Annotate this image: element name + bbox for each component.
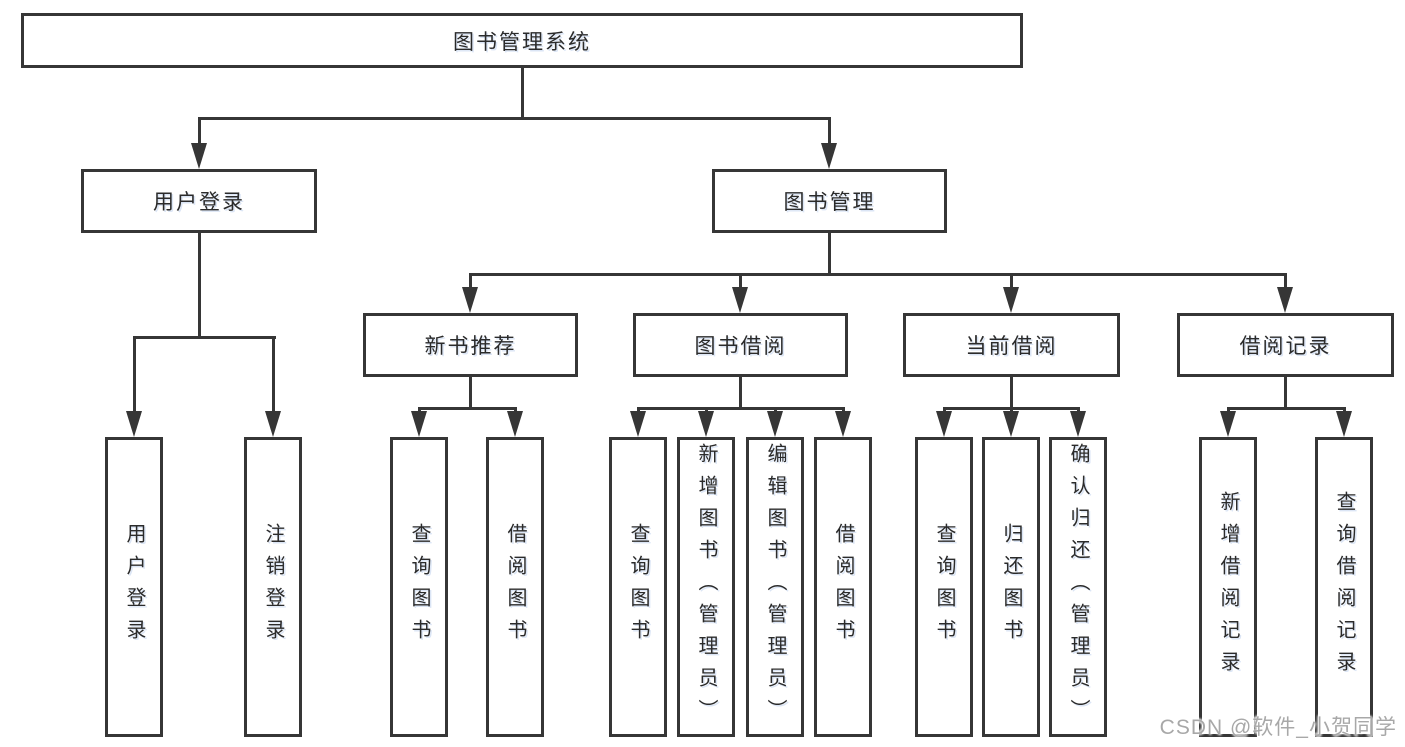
node-borrow-records-label: 借阅记录 bbox=[1239, 335, 1332, 358]
node-current-borrow-label: 当前借阅 bbox=[965, 335, 1058, 358]
leaf-return-books-label: 归还图书 bbox=[1000, 523, 1022, 651]
leaf-query-borrow-record-label: 查询借阅记录 bbox=[1333, 491, 1355, 683]
arrowhead-new-book-recommend bbox=[462, 287, 478, 313]
connector-leaf-user-login-drop bbox=[133, 336, 136, 413]
connector-borrow-records-drop bbox=[1284, 273, 1287, 289]
node-new-book-recommend-label: 新书推荐 bbox=[424, 335, 517, 358]
connector-new-book-recommend-hline bbox=[418, 407, 517, 410]
node-user-login-label: 用户登录 bbox=[153, 191, 245, 214]
node-book-management-label: 图书管理 bbox=[783, 191, 876, 214]
leaf-edit-books-admin-label: 编辑图书（管理员） bbox=[764, 443, 786, 731]
leaf-query-books-2-label: 查询图书 bbox=[627, 523, 649, 651]
leaf-query-books-2: 查询图书 bbox=[609, 437, 667, 737]
arrowhead-leaf-return-books bbox=[1003, 411, 1019, 437]
arrowhead-leaf-query-record bbox=[1336, 411, 1352, 437]
arrowhead-leaf-user-login bbox=[126, 411, 142, 437]
connector-book-management-drop bbox=[828, 117, 831, 147]
connector-book-management-trunk bbox=[828, 233, 831, 275]
leaf-borrow-books-2-label: 借阅图书 bbox=[832, 523, 854, 651]
arrowhead-current-borrow bbox=[1003, 287, 1019, 313]
connector-leaf-logout-drop bbox=[272, 336, 275, 413]
connector-borrow-records-trunk bbox=[1284, 377, 1287, 409]
arrowhead-leaf-query-books-2 bbox=[630, 411, 646, 437]
connector-book-borrow-hline bbox=[637, 407, 845, 410]
arrowhead-book-management bbox=[821, 143, 837, 169]
leaf-user-login-label: 用户登录 bbox=[123, 523, 145, 651]
leaf-borrow-books-1-label: 借阅图书 bbox=[504, 523, 526, 651]
arrowhead-leaf-query-books-3 bbox=[936, 411, 952, 437]
csdn-watermark: CSDN @软件_小贺同学 bbox=[1159, 716, 1397, 739]
arrowhead-leaf-add-record bbox=[1220, 411, 1236, 437]
leaf-query-books-1: 查询图书 bbox=[390, 437, 448, 737]
arrowhead-user-login bbox=[191, 143, 207, 169]
leaf-query-books-3-label: 查询图书 bbox=[933, 523, 955, 651]
connector-book-borrow-drop bbox=[739, 273, 742, 289]
connector-borrow-records-hline bbox=[1227, 407, 1345, 410]
leaf-add-books-admin-label: 新增图书（管理员） bbox=[695, 443, 717, 731]
connector-root-trunk bbox=[521, 67, 524, 119]
leaf-add-borrow-record: 新增借阅记录 bbox=[1199, 437, 1257, 737]
connector-current-borrow-trunk bbox=[1010, 377, 1013, 409]
node-new-book-recommend: 新书推荐 bbox=[363, 313, 578, 377]
leaf-user-login: 用户登录 bbox=[105, 437, 163, 737]
arrowhead-book-borrow bbox=[732, 287, 748, 313]
leaf-confirm-return-admin: 确认归还（管理员） bbox=[1049, 437, 1107, 737]
node-book-borrow: 图书借阅 bbox=[633, 313, 848, 377]
connector-user-login-hline bbox=[133, 336, 276, 339]
leaf-borrow-books-1: 借阅图书 bbox=[486, 437, 544, 737]
connector-new-book-recommend-drop bbox=[469, 273, 472, 289]
arrowhead-leaf-borrow-books-2 bbox=[835, 411, 851, 437]
connector-new-book-recommend-trunk bbox=[469, 377, 472, 409]
leaf-add-books-admin: 新增图书（管理员） bbox=[677, 437, 735, 737]
arrowhead-leaf-query-books-1 bbox=[411, 411, 427, 437]
connector-user-login-trunk bbox=[198, 233, 201, 338]
arrowhead-leaf-confirm-return bbox=[1070, 411, 1086, 437]
leaf-confirm-return-admin-label: 确认归还（管理员） bbox=[1067, 443, 1089, 731]
node-borrow-records: 借阅记录 bbox=[1177, 313, 1394, 377]
leaf-borrow-books-2: 借阅图书 bbox=[814, 437, 872, 737]
leaf-query-borrow-record: 查询借阅记录 bbox=[1315, 437, 1373, 737]
leaf-query-books-3: 查询图书 bbox=[915, 437, 973, 737]
connector-current-borrow-drop bbox=[1010, 273, 1013, 289]
arrowhead-leaf-logout bbox=[265, 411, 281, 437]
node-book-borrow-label: 图书借阅 bbox=[694, 335, 787, 358]
leaf-add-borrow-record-label: 新增借阅记录 bbox=[1217, 491, 1239, 683]
leaf-return-books: 归还图书 bbox=[982, 437, 1040, 737]
leaf-edit-books-admin: 编辑图书（管理员） bbox=[746, 437, 804, 737]
arrowhead-leaf-edit-books bbox=[767, 411, 783, 437]
arrowhead-leaf-add-books bbox=[698, 411, 714, 437]
arrowhead-leaf-borrow-books-1 bbox=[507, 411, 523, 437]
connector-user-login-drop bbox=[198, 117, 201, 147]
node-current-borrow: 当前借阅 bbox=[903, 313, 1120, 377]
connector-level3-hline bbox=[469, 273, 1287, 276]
leaf-query-books-1-label: 查询图书 bbox=[408, 523, 430, 651]
leaf-logout-label: 注销登录 bbox=[262, 523, 284, 651]
node-user-login: 用户登录 bbox=[81, 169, 317, 233]
connector-level2-hline bbox=[198, 117, 831, 120]
leaf-logout: 注销登录 bbox=[244, 437, 302, 737]
arrowhead-borrow-records bbox=[1277, 287, 1293, 313]
node-book-management: 图书管理 bbox=[712, 169, 947, 233]
node-root-label: 图书管理系统 bbox=[453, 30, 591, 54]
node-root: 图书管理系统 bbox=[21, 13, 1023, 68]
connector-book-borrow-trunk bbox=[739, 377, 742, 409]
